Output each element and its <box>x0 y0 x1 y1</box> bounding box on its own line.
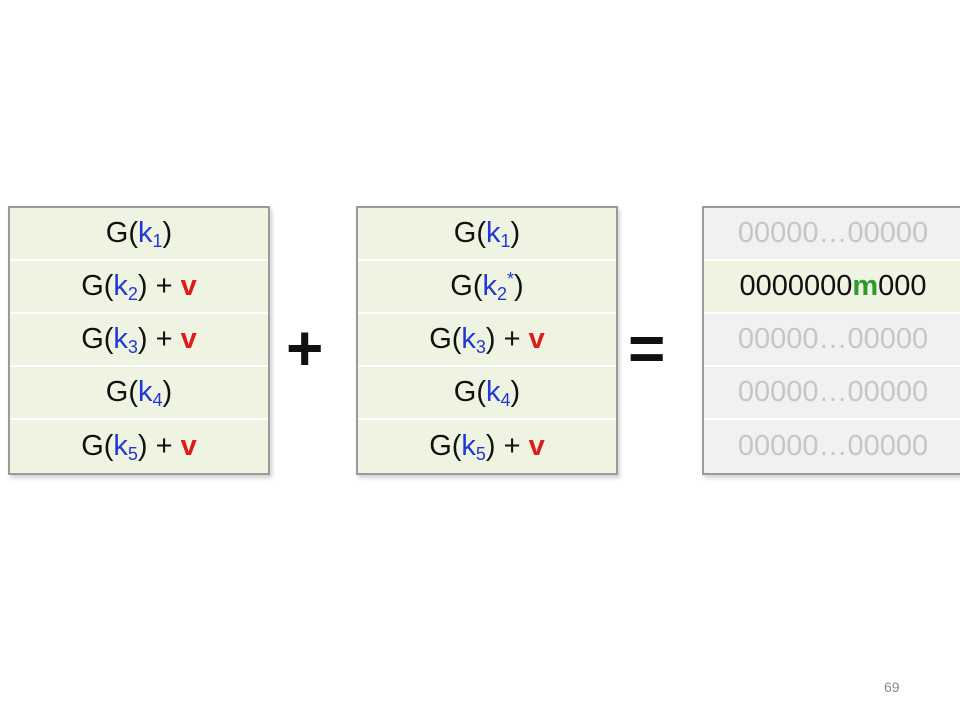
key-label: k1 <box>138 217 163 250</box>
result-row-4: 00000…00000 <box>704 367 960 420</box>
middle-row-4: G(k4) <box>358 367 616 420</box>
plus-sign: + <box>147 323 181 355</box>
key-subscript: 3 <box>475 337 486 357</box>
key-letter: k <box>486 376 501 408</box>
close-paren: ) <box>162 376 173 408</box>
key-label: k1 <box>486 217 511 250</box>
left-row-3: G(k3) + v <box>10 314 268 367</box>
zero-string: 00000…00000 <box>737 217 929 249</box>
plus-sign: + <box>147 430 181 462</box>
key-letter: k <box>138 217 153 249</box>
v-label: v <box>180 430 197 462</box>
zero-string: 00000…00000 <box>737 430 929 462</box>
key-label: k3 <box>113 323 138 356</box>
key-letter: k <box>113 323 128 355</box>
zero-string: 00000…00000 <box>737 323 929 355</box>
v-label: v <box>180 323 197 355</box>
plus-operator: + <box>286 312 324 384</box>
key-letter: k <box>113 430 128 462</box>
key-label: k4 <box>486 376 511 409</box>
key-label: k5 <box>113 430 138 463</box>
left-stack: G(k1) G(k2) + v G(k3) + v G(k4) G(k5) + … <box>8 206 270 475</box>
middle-row-2: G(k2*) <box>358 261 616 314</box>
key-label: k2* <box>483 270 515 303</box>
close-paren: ) <box>137 270 148 302</box>
left-row-2: G(k2) + v <box>10 261 268 314</box>
key-superscript: * <box>507 269 515 289</box>
key-subscript: 5 <box>127 444 138 464</box>
key-letter: k <box>138 376 153 408</box>
key-subscript: 1 <box>152 231 163 251</box>
close-paren: ) <box>485 323 496 355</box>
v-label: v <box>528 430 545 462</box>
key-subscript: 4 <box>500 390 511 410</box>
key-subscript: 2 <box>127 284 138 304</box>
left-row-5: G(k5) + v <box>10 420 268 473</box>
g-label: G( <box>429 430 462 462</box>
close-paren: ) <box>514 270 524 302</box>
message-label: m <box>852 270 879 302</box>
close-paren: ) <box>162 217 173 249</box>
g-label: G( <box>453 376 487 408</box>
key-label: k3 <box>461 323 486 356</box>
slide-number: 69 <box>884 679 900 695</box>
close-paren: ) <box>485 430 496 462</box>
g-label: G( <box>105 217 139 249</box>
zero-prefix: 0000000 <box>739 270 853 302</box>
middle-row-1: G(k1) <box>358 208 616 261</box>
close-paren: ) <box>510 376 521 408</box>
result-row-5: 00000…00000 <box>704 420 960 473</box>
middle-row-3: G(k3) + v <box>358 314 616 367</box>
g-label: G( <box>81 323 114 355</box>
key-letter: k <box>486 217 501 249</box>
middle-row-5: G(k5) + v <box>358 420 616 473</box>
g-label: G( <box>429 323 462 355</box>
equals-operator: = <box>628 312 666 384</box>
close-paren: ) <box>137 323 148 355</box>
plus-sign: + <box>495 430 529 462</box>
g-label: G( <box>81 270 114 302</box>
result-row-1: 00000…00000 <box>704 208 960 261</box>
key-label: k5 <box>461 430 486 463</box>
key-subscript: 4 <box>152 390 163 410</box>
key-letter: k <box>461 430 476 462</box>
key-letter: k <box>113 270 128 302</box>
key-subscript: 3 <box>127 337 138 357</box>
zero-suffix: 000 <box>878 270 927 302</box>
key-label: k2 <box>113 270 138 303</box>
g-label: G( <box>105 376 139 408</box>
key-subscript: 2 <box>497 284 508 304</box>
left-row-1: G(k1) <box>10 208 268 261</box>
g-label: G( <box>450 270 483 302</box>
plus-sign: + <box>495 323 529 355</box>
v-label: v <box>528 323 545 355</box>
left-row-4: G(k4) <box>10 367 268 420</box>
close-paren: ) <box>137 430 148 462</box>
middle-stack: G(k1) G(k2*) G(k3) + v G(k4) G(k5) + v <box>356 206 618 475</box>
v-label: v <box>180 270 197 302</box>
key-letter: k <box>482 270 498 302</box>
result-row-3: 00000…00000 <box>704 314 960 367</box>
close-paren: ) <box>510 217 521 249</box>
zero-string: 00000…00000 <box>737 376 929 408</box>
key-subscript: 5 <box>475 444 486 464</box>
plus-sign: + <box>147 270 181 302</box>
key-subscript: 1 <box>500 231 511 251</box>
key-label: k4 <box>138 376 163 409</box>
g-label: G( <box>453 217 487 249</box>
g-label: G( <box>81 430 114 462</box>
key-letter: k <box>461 323 476 355</box>
